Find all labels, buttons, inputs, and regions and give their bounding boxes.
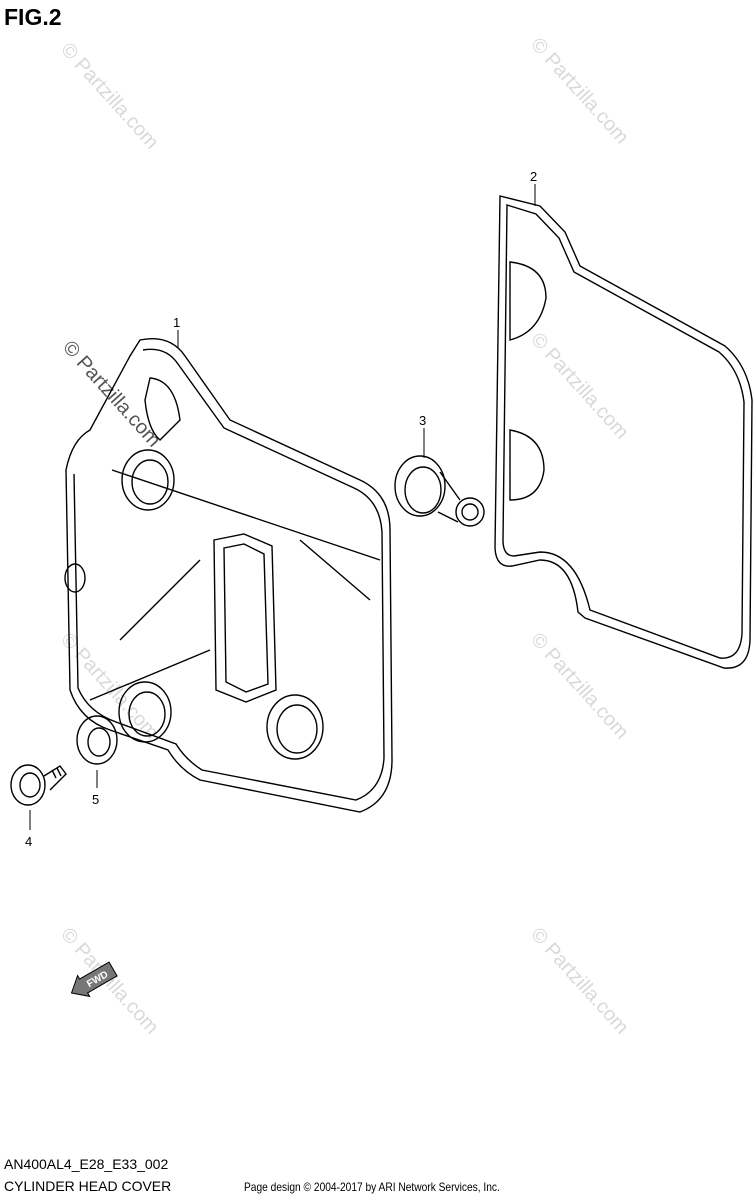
watermark-3: © Partzilla.com [526,329,633,444]
gasket-part [494,195,753,669]
watermark-dark: © Partzilla.com [58,337,165,452]
plug-seal-part [394,455,485,527]
callout-number-1: 1 [173,315,180,330]
callout-number-5: 5 [92,792,99,807]
callout-number-2: 2 [530,169,537,184]
watermark-1: © Partzilla.com [56,39,163,154]
page-credit: Page design © 2004-2017 by ARI Network S… [244,1180,500,1194]
bolt-part [10,764,67,806]
watermark-4: © Partzilla.com [526,629,633,744]
leader-lines [29,184,536,830]
watermark-7: © Partzilla.com [526,924,633,1039]
fwd-arrow-icon [70,961,118,998]
diagram-caption: CYLINDER HEAD COVER [4,1178,172,1194]
callouts: 2 1 3 5 4 [25,169,537,849]
watermark-5: © Partzilla.com [56,629,163,744]
watermark-2: © Partzilla.com [526,34,633,149]
diagram-code: AN400AL4_E28_E33_002 [4,1156,169,1172]
figure-title: FIG.2 [4,4,62,30]
watermarks: © Partzilla.com © Partzilla.com © Partzi… [56,34,633,1039]
washer-part [76,715,118,765]
cylinder-head-cover-part [64,338,393,813]
callout-number-3: 3 [419,413,426,428]
callout-number-4: 4 [25,834,32,849]
watermark-6: © Partzilla.com [56,924,163,1039]
